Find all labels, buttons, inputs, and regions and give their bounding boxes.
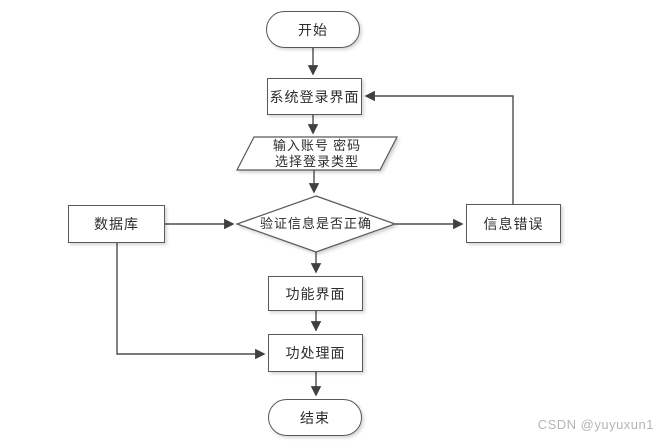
process-node: 功处理面 bbox=[268, 334, 363, 372]
start-node: 开始 bbox=[266, 11, 360, 48]
watermark: CSDN @yuyuxun1 bbox=[537, 417, 654, 432]
start-label: 开始 bbox=[298, 23, 328, 39]
login-label: 系统登录界面 bbox=[269, 90, 360, 106]
input-parallelogram-shape bbox=[236, 136, 398, 171]
edge-error-login bbox=[364, 90, 514, 204]
decision-diamond-shape bbox=[235, 195, 397, 253]
end-label: 结束 bbox=[300, 411, 330, 427]
edge-database-process bbox=[116, 243, 266, 360]
login-node: 系统登录界面 bbox=[267, 78, 362, 115]
database-node: 数据库 bbox=[68, 205, 165, 243]
process-label: 功处理面 bbox=[285, 347, 346, 362]
error-label: 信息错误 bbox=[483, 217, 544, 233]
end-node: 结束 bbox=[268, 399, 362, 436]
database-label: 数据库 bbox=[94, 218, 139, 233]
function-label: 功能界面 bbox=[285, 287, 346, 303]
error-node: 信息错误 bbox=[466, 204, 561, 243]
function-node: 功能界面 bbox=[268, 276, 363, 311]
